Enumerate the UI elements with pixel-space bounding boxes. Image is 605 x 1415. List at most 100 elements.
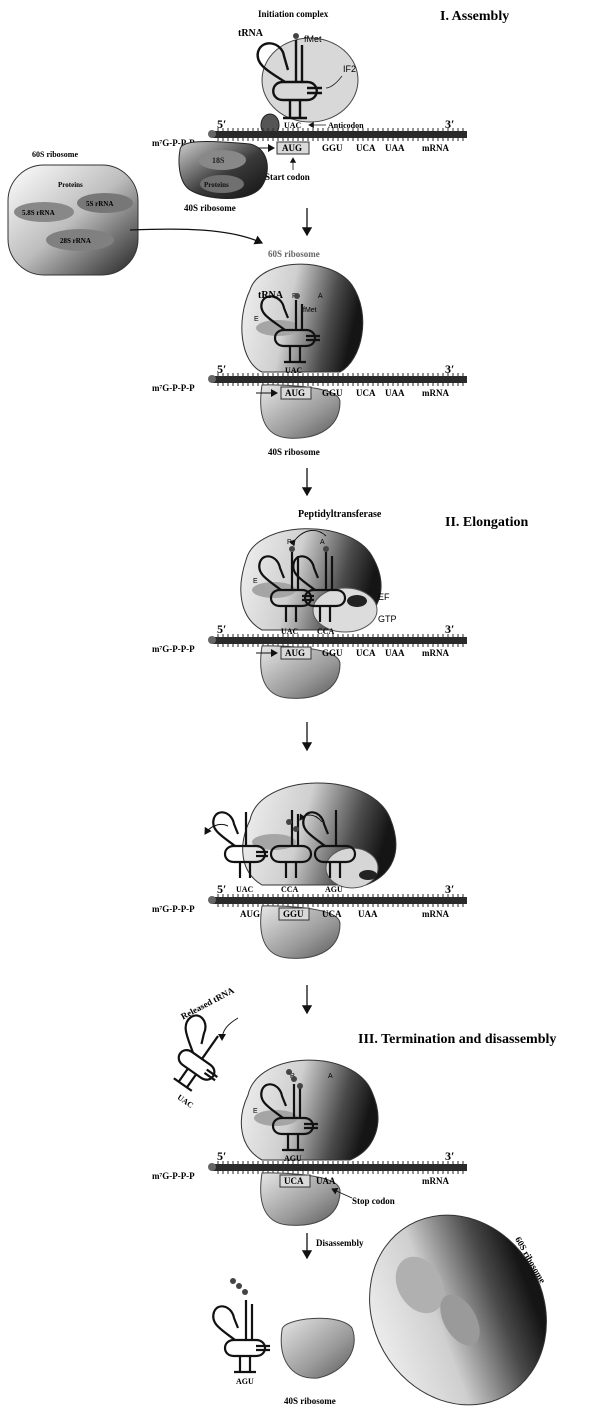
codon-uca-5: UCA (284, 1176, 304, 1186)
cap-label-2: m⁷G-P-P-P (152, 383, 195, 393)
large-subunit-final-rrna-2 (440, 1294, 480, 1346)
rrna-18s (198, 150, 246, 170)
mrna-label-5: mRNA (422, 1176, 449, 1186)
ef-protein-4 (325, 847, 379, 889)
proteins-60s-label: Proteins (58, 181, 83, 189)
mrna-label-4: mRNA (422, 909, 449, 919)
fmet-label-2: fMet (303, 307, 317, 314)
small-subunit-final (280, 1317, 355, 1379)
section-assembly-title: I. Assembly (440, 9, 509, 24)
codon-uca-1: UCA (356, 143, 376, 153)
codon-uaa-3: UAA (385, 648, 405, 658)
fmet-residue-2 (294, 293, 300, 299)
mrna-label-1: mRNA (422, 143, 449, 153)
peptidyl-transfer-arrow (288, 530, 327, 547)
codon-uaa-5: UAA (316, 1176, 336, 1186)
section-termination-title: III. Termination and disassembly (358, 1032, 556, 1047)
codon-uaa-4: UAA (358, 909, 378, 919)
uca-box-5 (279, 1174, 311, 1188)
five-prime-2: 5′ (217, 362, 226, 376)
site-e-3: E (253, 578, 258, 585)
rrna-58s (14, 202, 74, 222)
ef-label: EF (378, 592, 390, 602)
codon-uca-3: UCA (356, 648, 376, 658)
anticodon-agu-6: AGU (236, 1377, 254, 1386)
anticodon-label: Anticodon (328, 121, 364, 130)
site-e-5: E (253, 1108, 258, 1115)
site-e-2: E (254, 316, 259, 323)
codon-ggu-2: GGU (322, 388, 343, 398)
trna-initiator (256, 40, 322, 120)
three-prime-2: 3′ (445, 362, 454, 376)
released-trna-uac: UAC (176, 1093, 196, 1110)
proteins-40s-label: Proteins (204, 181, 229, 189)
large-subunit-5 (240, 1059, 379, 1161)
ribosome-40s-label-2: 40S ribosome (268, 447, 320, 457)
stop-codon-label: Stop codon (352, 1196, 395, 1206)
section-elongation-title: II. Elongation (445, 515, 528, 530)
anticodon-cca-3: CCA (317, 627, 335, 636)
fmet-residue (293, 33, 299, 39)
site-a-5: A (328, 1073, 333, 1080)
start-codon-box (276, 141, 310, 155)
mrna-label-3: mRNA (422, 648, 449, 658)
large-subunit-final-rrna-1 (395, 1256, 445, 1314)
anticodon-uac: UAC (284, 121, 302, 130)
ribosome-60s-box-label: 60S ribosome (32, 150, 78, 159)
anticodon-uac-4: UAC (236, 885, 254, 894)
mrna-strand-1 (208, 128, 467, 141)
mrna-label-2: mRNA (422, 388, 449, 398)
trna-a-site-3 (292, 552, 347, 622)
codon-uaa-1: UAA (385, 143, 405, 153)
anticodon-agu-4: AGU (325, 885, 343, 894)
if2-protein (261, 37, 359, 123)
three-prime-4: 3′ (445, 882, 454, 896)
start-codon-label: Start codon (265, 172, 310, 182)
codon-ggu-1: GGU (322, 143, 343, 153)
trna-e-site-4 (212, 811, 268, 878)
trna-p-site-3 (258, 552, 314, 622)
cap-label-4: m⁷G-P-P-P (152, 904, 195, 914)
mrna-strand-4 (208, 894, 467, 907)
five-prime-4: 5′ (217, 882, 226, 896)
proteins-blob-40s (200, 175, 244, 193)
aug-box-3 (280, 646, 312, 660)
ribosome-40s-label-1: 40S ribosome (184, 203, 236, 213)
disassembly-label: Disassembly (316, 1238, 364, 1248)
join-arrow (129, 228, 264, 245)
e-site-shade-5 (254, 1110, 298, 1126)
cap-label-5: m⁷G-P-P-P (152, 1171, 195, 1181)
codon-aug-3: AUG (285, 648, 305, 658)
anticodon-cca-4: CCA (281, 885, 299, 894)
cap-label-3: m⁷G-P-P-P (152, 644, 195, 654)
aug-box-2 (280, 386, 312, 400)
five-prime-5: 5′ (217, 1149, 226, 1163)
codon-uca-2: UCA (356, 388, 376, 398)
five-prime-1: 5′ (217, 117, 226, 131)
site-p-3: P (287, 539, 292, 546)
codon-uca-4: UCA (322, 909, 342, 919)
anticodon-agu-5: AGU (284, 1154, 302, 1163)
rrna-5s (77, 193, 133, 213)
codon-aug-4: AUG (240, 909, 260, 919)
mrna-strand-3 (208, 634, 467, 647)
trna-label-2: tRNA (258, 290, 284, 301)
released-trna-label: Released tRNA (179, 985, 236, 1022)
five-prime-3: 5′ (217, 622, 226, 636)
if2-label: IF2 (343, 64, 356, 74)
codon-aug-2: AUG (285, 388, 305, 398)
ribosome-40s-label-final: 40S ribosome (284, 1396, 336, 1406)
gtp-molecule-4 (359, 870, 377, 880)
rrna-28s-label: 28S rRNA (60, 237, 91, 245)
e-site-shade-2 (256, 320, 300, 336)
e-site-shade-3 (252, 582, 296, 598)
codon-ggu-3: GGU (322, 648, 343, 658)
three-prime-3: 3′ (445, 622, 454, 636)
gtp-molecule (347, 595, 367, 607)
codon-ggu-4: GGU (283, 909, 304, 919)
if2-leader (325, 75, 343, 89)
trna-final (212, 1300, 270, 1374)
rrna-18s-label: 18S (212, 156, 225, 165)
large-subunit-box (7, 164, 139, 276)
